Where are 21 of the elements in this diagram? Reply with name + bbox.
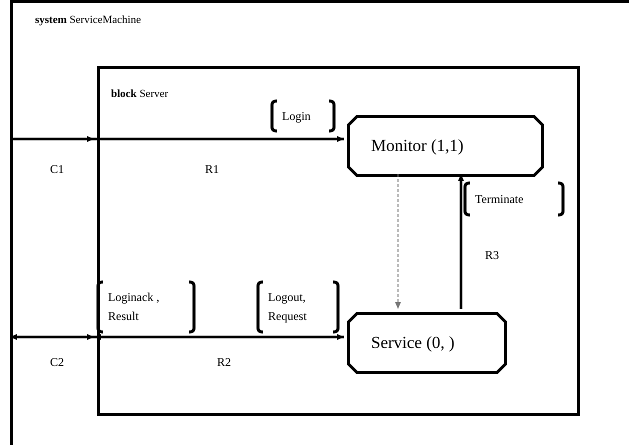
signal-list: Login: [282, 106, 311, 126]
dashed-arrow: [395, 174, 401, 310]
channel-arrow: [94, 136, 344, 142]
block-box: [97, 66, 580, 416]
frame-heading: system ServiceMachine: [35, 13, 141, 28]
channel-name: R2: [217, 354, 232, 371]
channel-name: R1: [205, 161, 220, 178]
signal-list: Loginack , Result: [108, 288, 186, 326]
channel-name: C2: [50, 354, 64, 371]
channel-name: R3: [485, 247, 500, 264]
process-name: Monitor (1,1): [371, 135, 464, 158]
signal-list: Terminate: [475, 190, 524, 208]
frame-heading: block Server: [111, 87, 168, 102]
channel-name: C1: [50, 161, 64, 178]
channel-arrow: [10, 334, 94, 340]
signal-list: Logout, Request: [268, 288, 330, 326]
process-name: Service (0, ): [371, 332, 455, 354]
channel-arrow: [10, 136, 94, 142]
system-frame: [10, 0, 629, 445]
channel-arrow: [458, 174, 464, 309]
channel-arrow: [94, 334, 344, 340]
